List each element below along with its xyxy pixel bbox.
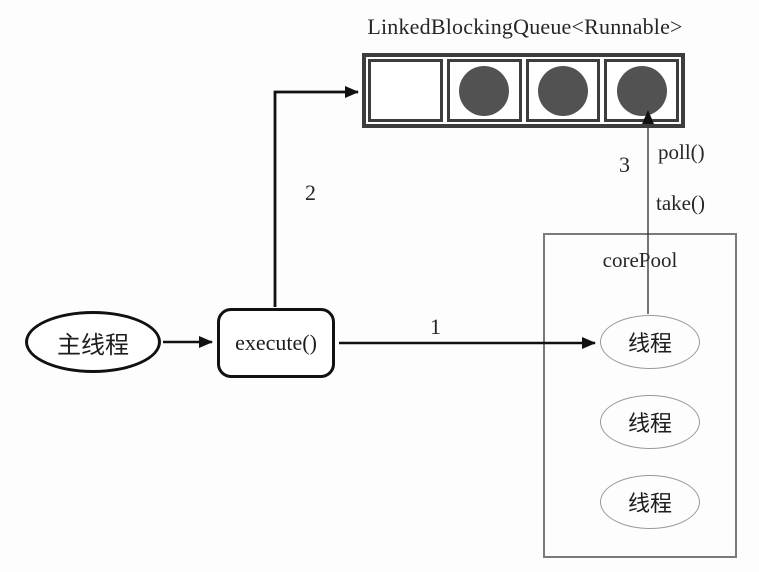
execute-node: execute()	[217, 308, 335, 378]
flow-label-1: 1	[430, 314, 441, 339]
flow-label-2: 2	[305, 180, 316, 205]
queue-cell	[368, 59, 443, 122]
take-label: take()	[656, 191, 705, 215]
thread-list: 线程线程线程	[600, 315, 700, 529]
thread-ellipse: 线程	[600, 395, 700, 449]
queue-cell	[604, 59, 679, 122]
task-circle	[459, 65, 510, 116]
arrow-step2	[273, 86, 359, 307]
poll-label: poll()	[658, 140, 705, 164]
blocking-queue	[362, 53, 685, 128]
task-circle	[616, 65, 667, 116]
main-thread-ellipse: 主线程	[25, 311, 161, 373]
thread-ellipse: 线程	[600, 475, 700, 529]
queue-title: LinkedBlockingQueue<Runnable>	[367, 14, 683, 39]
core-pool-label: corePool	[602, 248, 678, 272]
flow-label-3: 3	[619, 152, 630, 177]
thread-ellipse: 线程	[600, 315, 700, 369]
main-thread-label: 主线程	[57, 332, 129, 359]
execute-label: execute()	[235, 330, 317, 355]
queue-cell	[446, 59, 522, 122]
queue-cell	[525, 59, 601, 122]
core-pool-box: corePool 线程线程线程	[543, 233, 737, 558]
task-circle	[537, 65, 588, 116]
